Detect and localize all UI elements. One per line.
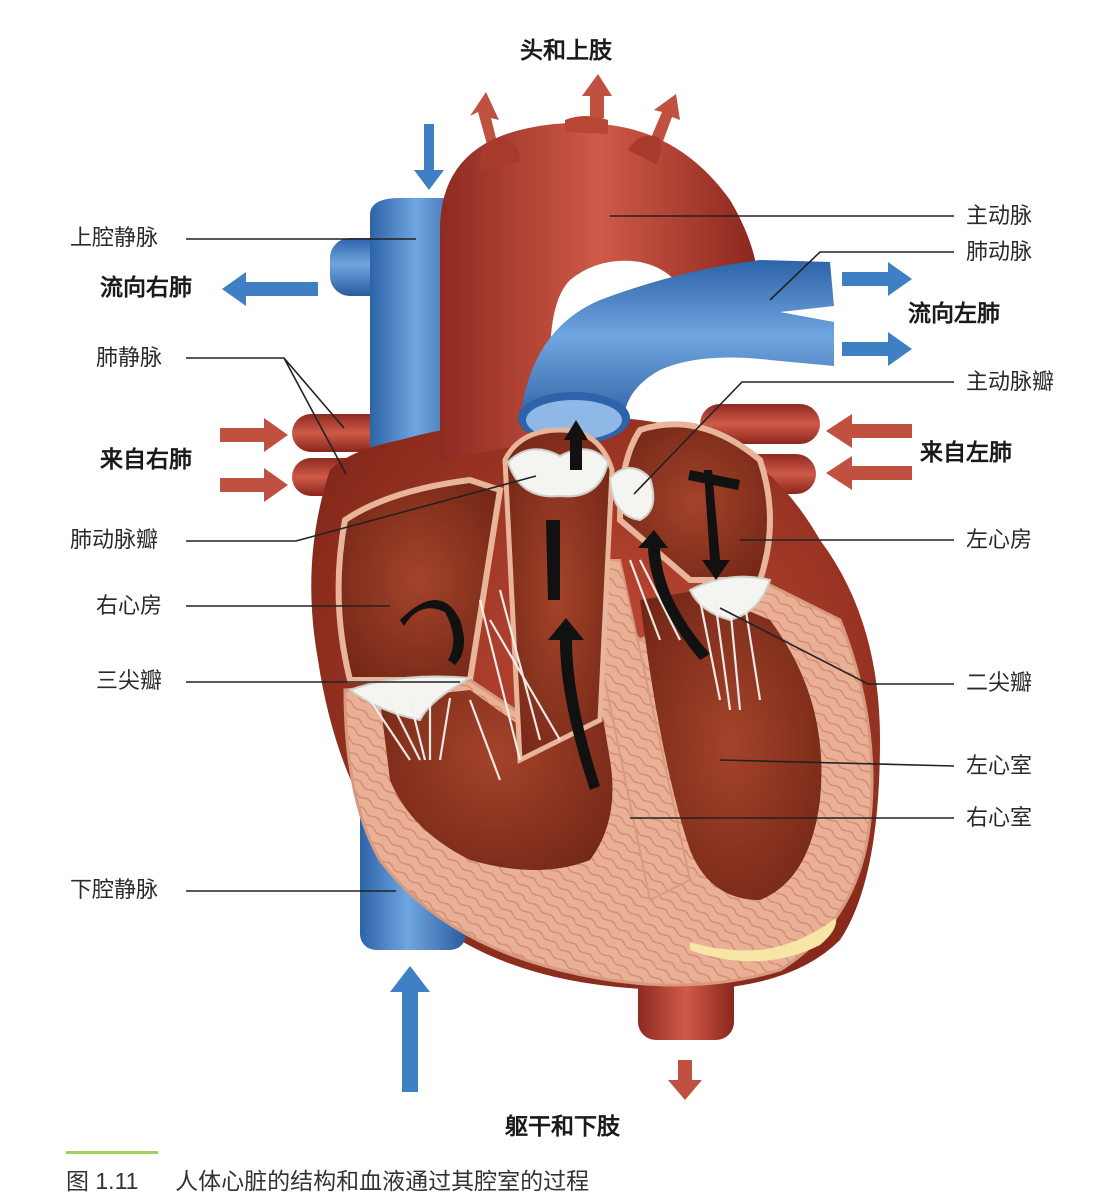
caption-accent-line <box>66 1151 158 1154</box>
leader-lines <box>186 215 955 892</box>
valves <box>347 448 772 781</box>
figure-caption-text: 人体心脏的结构和血液通过其腔室的过程 <box>175 1169 590 1195</box>
figure-number: 图 1.11 <box>66 1168 139 1194</box>
aorta <box>440 116 760 460</box>
internal-flow-arrows <box>400 420 740 790</box>
blood-flow-arrows <box>220 74 912 1100</box>
figure-caption: 图 1.11 人体心脏的结构和血液通过其腔室的过程 <box>66 1162 589 1196</box>
